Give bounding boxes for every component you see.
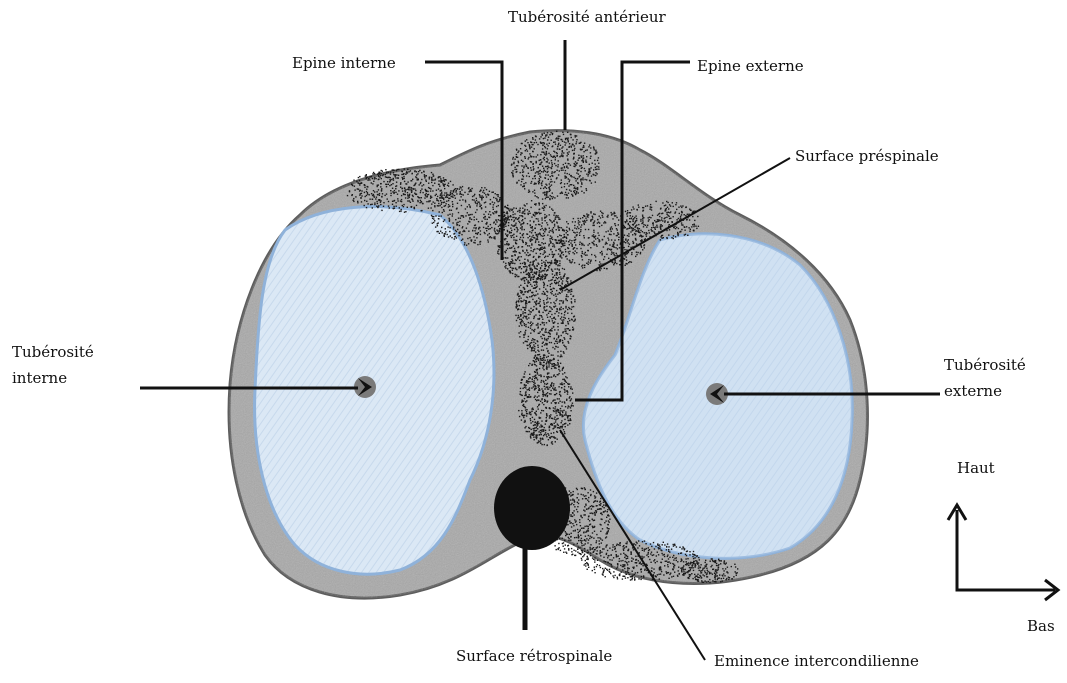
orientation-axes (948, 505, 1058, 600)
label-eminence-intercondilienne: Eminence intercondilienne (714, 652, 919, 670)
label-epine-externe: Epine externe (697, 57, 804, 75)
label-bas: Bas (1027, 617, 1055, 635)
label-epine-interne: Epine interne (292, 54, 396, 72)
label-tuberosite-interne-line2: interne (12, 369, 67, 387)
label-tuberosite-externe-line2: externe (944, 382, 1002, 400)
label-surface-retrospinale: Surface rétrospinale (456, 647, 612, 665)
label-tuberosite-interne-line1: Tubérosité (12, 343, 94, 361)
label-haut: Haut (957, 459, 995, 477)
label-surface-prespinale: Surface préspinale (795, 147, 939, 165)
label-tuberosite-anterieur: Tubérosité antérieur (508, 8, 666, 26)
label-tuberosite-externe-line1: Tubérosité (944, 356, 1026, 374)
retrospinal-blob (494, 466, 570, 550)
